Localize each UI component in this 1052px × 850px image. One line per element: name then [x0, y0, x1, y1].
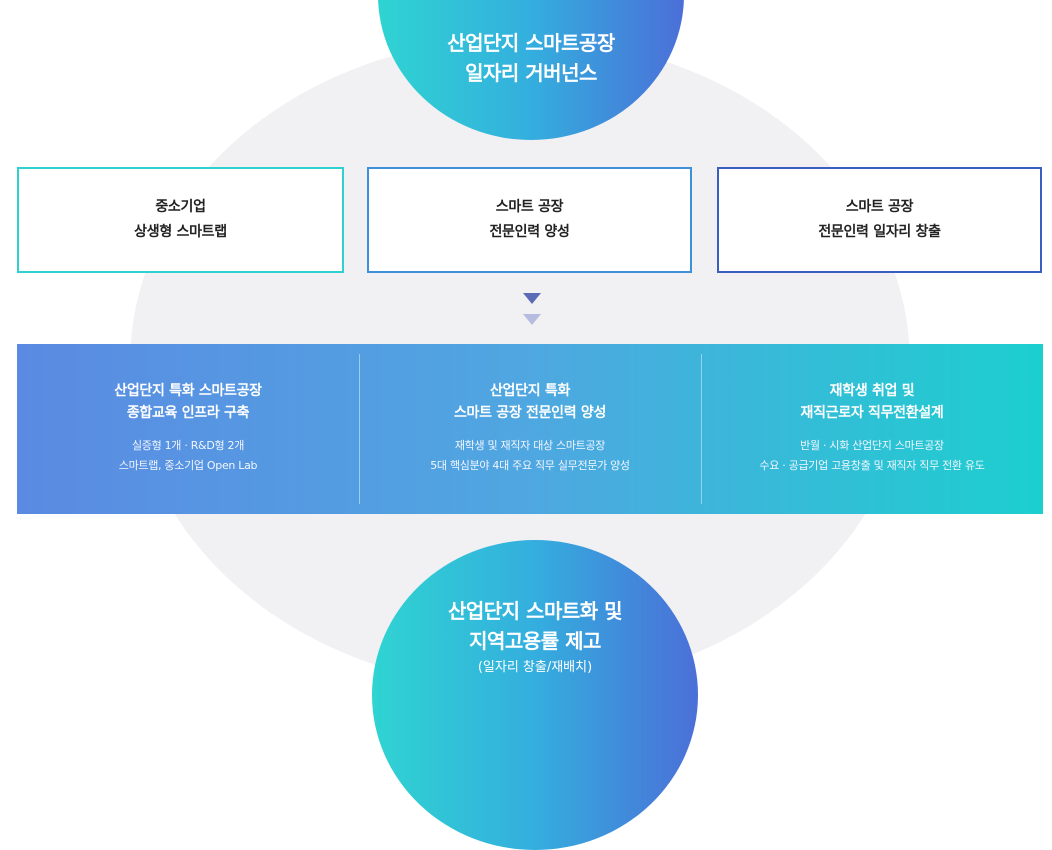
panel-title-line-1: 산업단지 특화 [489, 383, 571, 399]
box-job-creation: 스마트 공장 전문인력 일자리 창출 [717, 167, 1042, 273]
panel-title-line-2: 스마트 공장 전문인력 양성 [453, 405, 607, 421]
panel-title-line-1: 재학생 취업 및 [829, 383, 915, 399]
panel-job-transition-title: 재학생 취업 및 재직근로자 직무전환설계 [701, 380, 1043, 424]
panel-desc-line-1: 재학생 및 재직자 대상 스마트공장 [454, 439, 606, 452]
strategy-band: 산업단지 특화 스마트공장 종합교육 인프라 구축 실증형 1개 · R&D형 … [17, 344, 1043, 514]
panel-workforce-training-desc: 재학생 및 재직자 대상 스마트공장 5대 핵심분야 4대 주요 직무 실무전문… [359, 436, 701, 476]
box-job-creation-line-1: 스마트 공장 [845, 199, 914, 215]
box-workforce-training-line-1: 스마트 공장 [495, 199, 564, 215]
panel-education-infra-desc: 실증형 1개 · R&D형 2개 스마트랩, 중소기업 Open Lab [17, 436, 359, 476]
panel-title-line-2: 재직근로자 직무전환설계 [800, 405, 944, 421]
bottom-goal-dome: 산업단지 스마트화 및 지역고용률 제고 (일자리 창출/재배치) [372, 540, 698, 850]
box-workforce-training: 스마트 공장 전문인력 양성 [367, 167, 692, 273]
panel-workforce-training-title: 산업단지 특화 스마트 공장 전문인력 양성 [359, 380, 701, 424]
panel-job-transition-desc: 반월 · 시화 산업단지 스마트공장 수요 · 공급기업 고용창출 및 재직자 … [701, 436, 1043, 476]
bottom-goal-line-2: 지역고용률 제고 [469, 629, 601, 653]
panel-desc-line-2: 스마트랩, 중소기업 Open Lab [118, 459, 258, 472]
top-goal-title: 산업단지 스마트공장 일자리 거버넌스 [378, 28, 684, 88]
bottom-goal-note: (일자리 창출/재배치) [477, 660, 593, 675]
panel-title-line-2: 종합교육 인프라 구축 [126, 405, 250, 421]
box-smart-lab-line-1: 중소기업 [155, 199, 206, 215]
panel-desc-line-1: 반월 · 시화 산업단지 스마트공장 [800, 439, 944, 452]
box-workforce-training-line-2: 전문인력 양성 [489, 224, 570, 240]
panel-title-line-1: 산업단지 특화 스마트공장 [114, 383, 262, 399]
panel-desc-line-1: 실증형 1개 · R&D형 2개 [131, 439, 245, 452]
box-smart-lab-line-2: 상생형 스마트랩 [134, 224, 227, 240]
top-goal-line-1: 산업단지 스마트공장 [447, 31, 615, 55]
panel-job-transition: 재학생 취업 및 재직근로자 직무전환설계 반월 · 시화 산업단지 스마트공장… [701, 344, 1043, 514]
bottom-goal-line-1: 산업단지 스마트화 및 [447, 599, 623, 623]
panel-desc-line-2: 수요 · 공급기업 고용창출 및 재직자 직무 전환 유도 [759, 459, 985, 472]
panel-workforce-training: 산업단지 특화 스마트 공장 전문인력 양성 재학생 및 재직자 대상 스마트공… [359, 344, 701, 514]
panel-education-infra-title: 산업단지 특화 스마트공장 종합교육 인프라 구축 [17, 380, 359, 424]
top-goal-line-2: 일자리 거버넌스 [465, 61, 597, 85]
panel-education-infra: 산업단지 특화 스마트공장 종합교육 인프라 구축 실증형 1개 · R&D형 … [17, 344, 359, 514]
box-job-creation-line-2: 전문인력 일자리 창출 [818, 224, 941, 240]
box-smart-lab: 중소기업 상생형 스마트랩 [17, 167, 344, 273]
panel-desc-line-2: 5대 핵심분야 4대 주요 직무 실무전문가 양성 [430, 459, 630, 472]
down-arrow-icon [523, 293, 541, 304]
down-arrow-icon-secondary [523, 314, 541, 325]
